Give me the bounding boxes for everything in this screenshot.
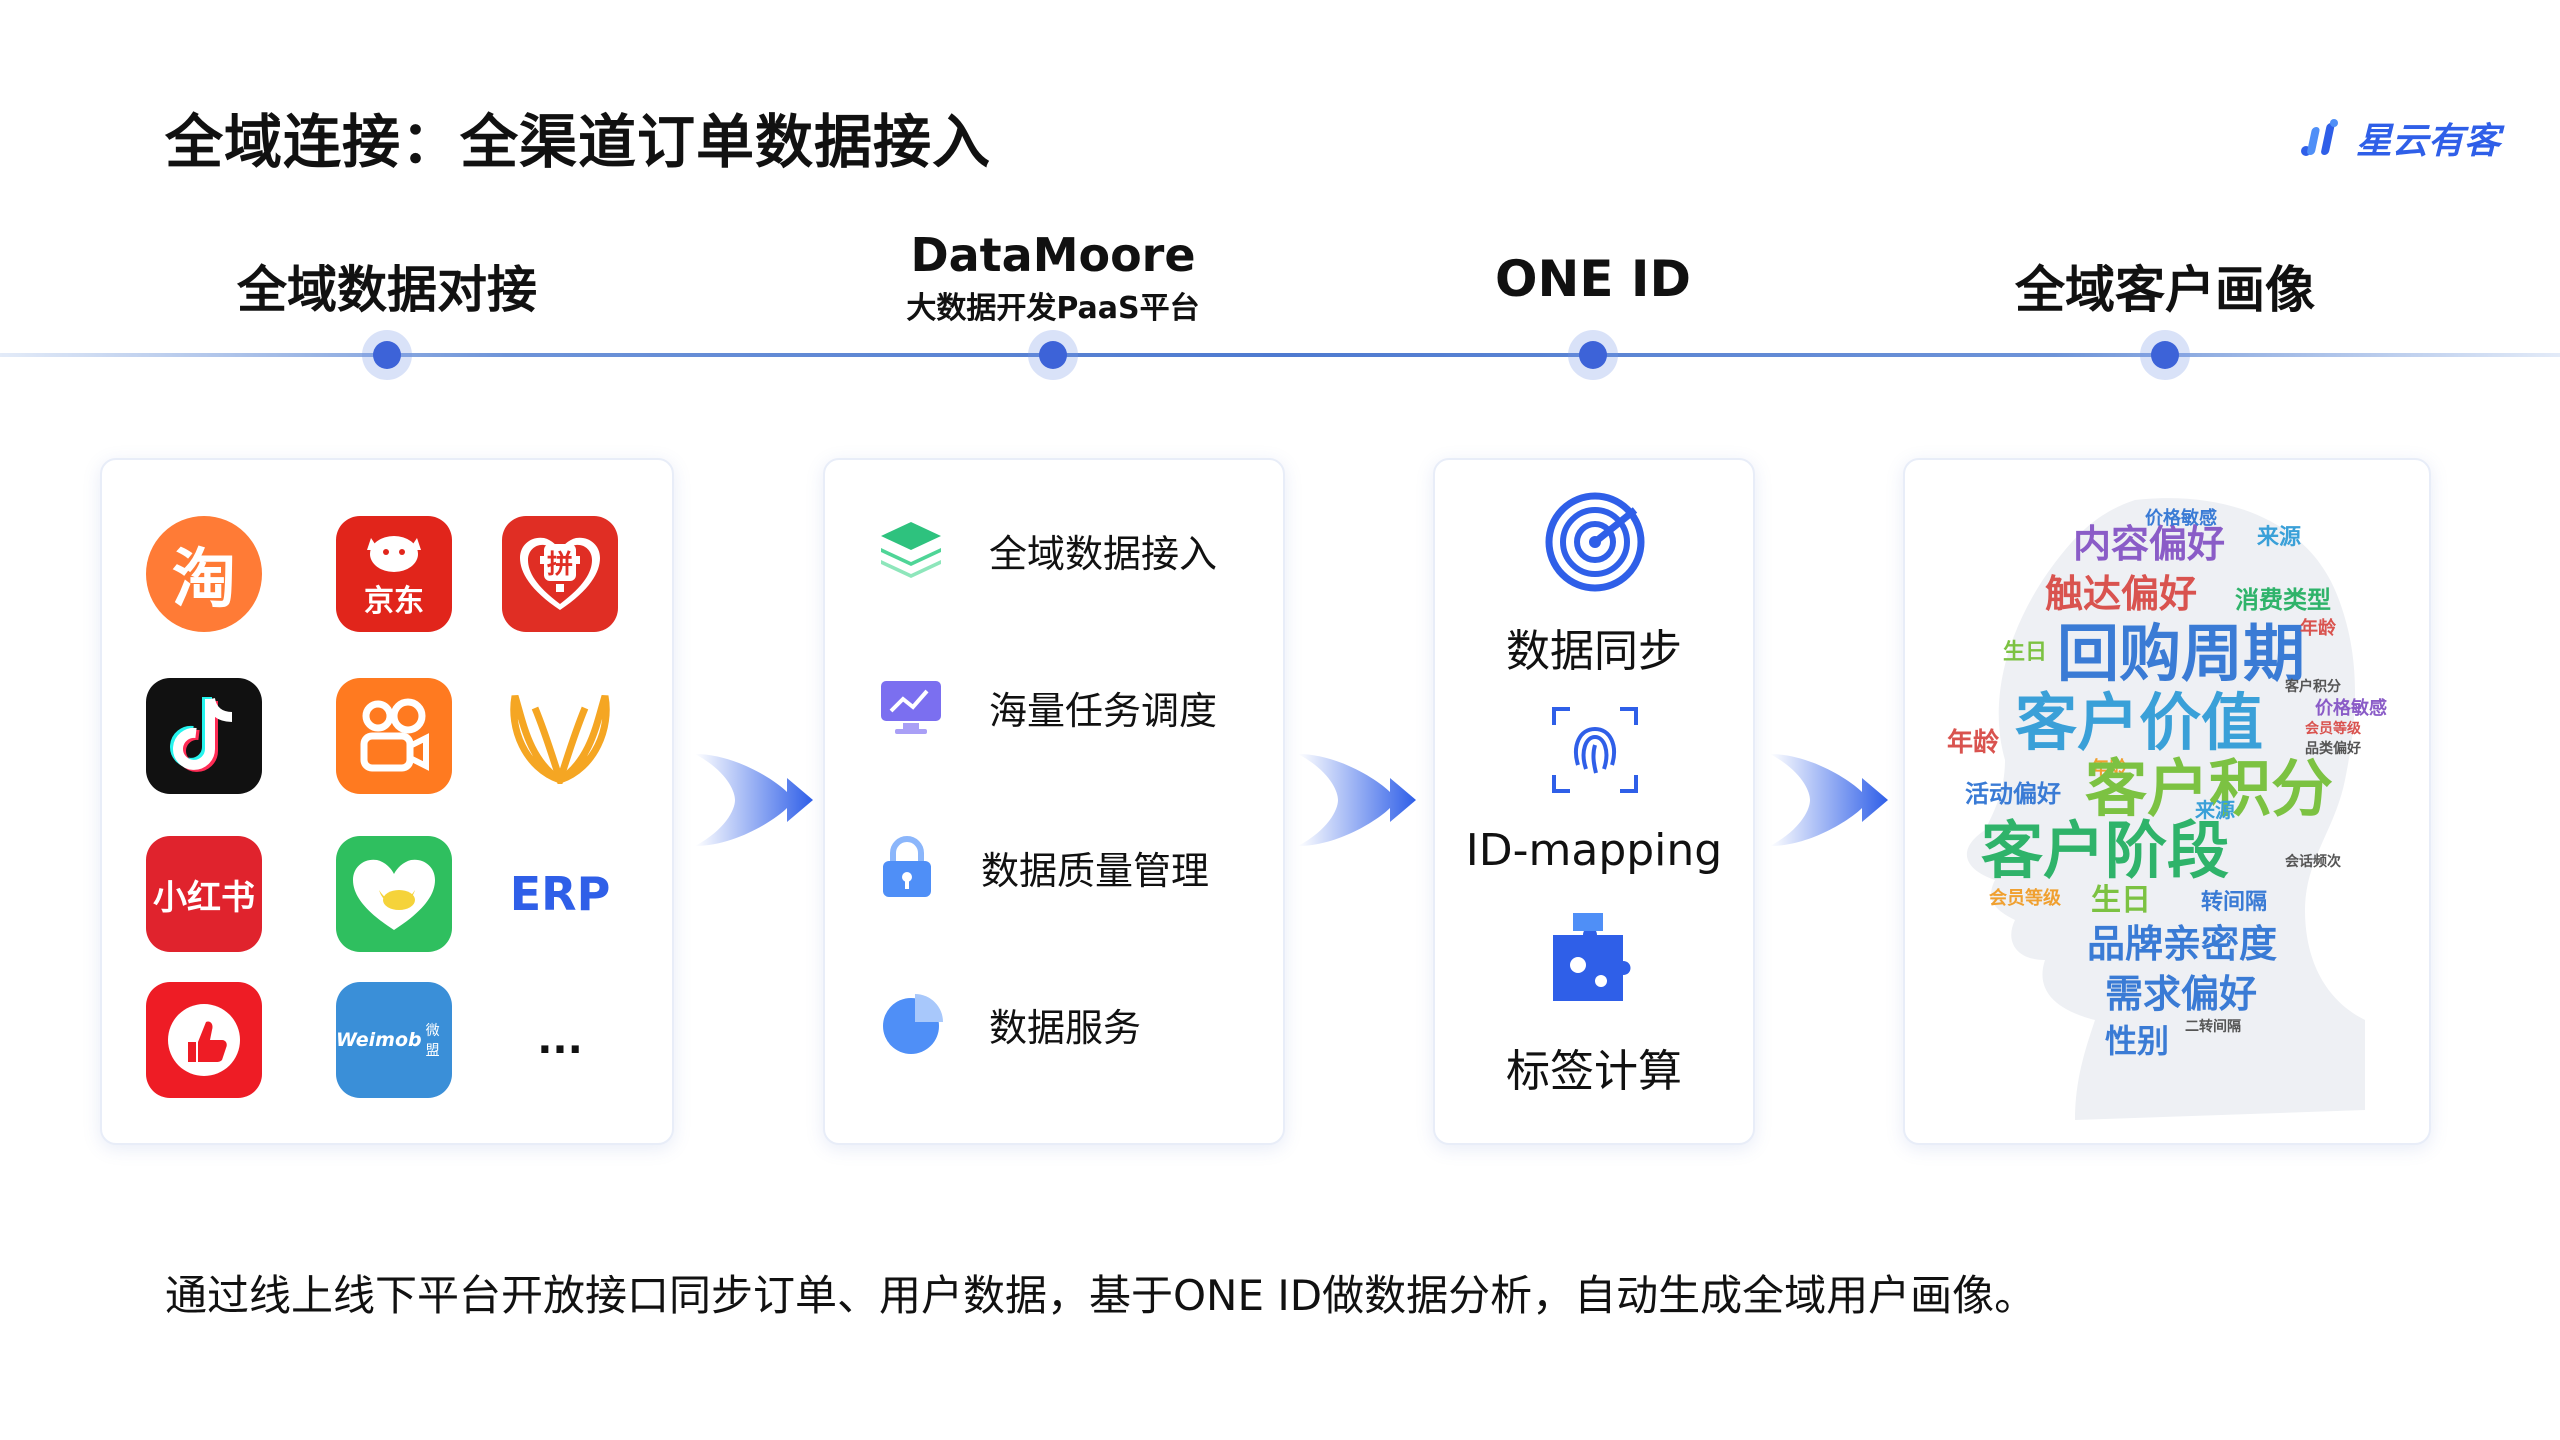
flow-arrow-icon bbox=[1770, 754, 1888, 846]
dianping-icon bbox=[146, 982, 262, 1098]
flow-arrow-icon bbox=[695, 754, 813, 846]
jd-dog-icon bbox=[367, 536, 421, 572]
tag-word: 需求偏好 bbox=[2105, 972, 2258, 1016]
timeline-node bbox=[362, 330, 412, 380]
step-label-data-integration: 全域数据对接 bbox=[237, 261, 537, 319]
erp-logo: ERP bbox=[502, 836, 618, 952]
feature-label: 数据质量管理 bbox=[981, 848, 1210, 893]
tag-word: 回购周期 bbox=[2057, 617, 2306, 690]
feature-label: 数据服务 bbox=[989, 1005, 1142, 1050]
jd-icon: 京东 bbox=[336, 516, 452, 632]
puzzle-icon bbox=[1553, 913, 1631, 1001]
lock-icon bbox=[883, 836, 931, 897]
tag-word: 二转间隔 bbox=[2185, 1019, 2241, 1035]
feature-data-service: 数据服务 bbox=[881, 992, 1141, 1056]
tag-word: 客户积分 bbox=[2085, 752, 2334, 825]
monitor-chart-icon bbox=[881, 681, 941, 734]
tag-word: 价格敏感 bbox=[2145, 508, 2217, 529]
feature-data-quality: 数据质量管理 bbox=[877, 835, 1209, 899]
pinduoduo-icon: 拼 bbox=[502, 516, 618, 632]
douyin-icon bbox=[146, 678, 262, 794]
feature-data-ingestion: 全域数据接入 bbox=[877, 520, 1217, 580]
tag-word: 客户积分 bbox=[2285, 679, 2341, 695]
tag-word: 会员等级 bbox=[2305, 721, 2361, 737]
more-label: ... bbox=[537, 1017, 583, 1063]
timeline-node bbox=[1568, 330, 1618, 380]
layers-icon bbox=[881, 522, 941, 578]
step-sub-datamoore: 大数据开发PaaS平台 bbox=[906, 291, 1200, 326]
oneid-feature-label: 标签计算 bbox=[1506, 1046, 1682, 1097]
oneid-feature-label: ID-mapping bbox=[1465, 825, 1723, 876]
timeline-node bbox=[1028, 330, 1078, 380]
tag-word: 来源 bbox=[2257, 525, 2302, 550]
feature-label: 海量任务调度 bbox=[989, 688, 1218, 733]
more-platforms: ... bbox=[502, 982, 618, 1098]
radar-icon bbox=[1545, 492, 1645, 592]
tag-word: 价格敏感 bbox=[2315, 698, 2387, 719]
footer-caption: 通过线上线下平台开放接口同步订单、用户数据，基于ONE ID做数据分析，自动生成… bbox=[165, 1271, 2037, 1320]
tag-word: 年龄 bbox=[1947, 728, 2000, 758]
oneid-feature-label: 数据同步 bbox=[1506, 626, 1682, 677]
tag-word: 来源 bbox=[2195, 798, 2235, 822]
brand-name: 星云有客 bbox=[2356, 121, 2501, 162]
jd-glyph: 京东 bbox=[364, 584, 424, 619]
brand-logo: 星云有客 bbox=[2300, 112, 2500, 164]
fingerprint-icon bbox=[1552, 707, 1638, 793]
feature-label: 全域数据接入 bbox=[989, 531, 1218, 576]
tag-word: 生日 bbox=[2003, 640, 2048, 665]
taobao-icon: 淘 bbox=[146, 516, 262, 632]
step-label-customer-profile: 全域客户画像 bbox=[2015, 261, 2315, 319]
one-id-card: 数据同步 ID-mapping 标签计算 bbox=[1433, 458, 1755, 1145]
timeline-node bbox=[2140, 330, 2190, 380]
step-label-datamoore: DataMoore bbox=[910, 228, 1196, 282]
flow-arrow-icon bbox=[1298, 754, 1416, 846]
feature-task-scheduling: 海量任务调度 bbox=[877, 677, 1217, 737]
tag-word: 会员等级 bbox=[1989, 888, 2061, 909]
weimob-icon: Weimob 微盟 bbox=[336, 982, 452, 1098]
pie-chart-icon bbox=[883, 994, 943, 1054]
weimob-label: Weimob bbox=[336, 1029, 422, 1051]
youzan-icon bbox=[336, 836, 452, 952]
pinduoduo-glyph: 拼 bbox=[543, 544, 576, 581]
tag-word: 年龄 bbox=[2091, 758, 2127, 779]
xiaohongshu-icon: 小红书 bbox=[146, 836, 262, 952]
platforms-card: 淘 京东 拼 bbox=[100, 458, 674, 1145]
tag-word: 年龄 bbox=[2300, 618, 2336, 639]
head-silhouette bbox=[1966, 498, 2365, 1120]
tag-word: 客户价值 bbox=[2015, 686, 2264, 759]
tag-word: 品类偏好 bbox=[2305, 741, 2361, 757]
kuaishou-icon bbox=[336, 678, 452, 794]
brand-mark-icon bbox=[2301, 119, 2338, 156]
timeline bbox=[0, 353, 2560, 357]
page-title: 全域连接：全渠道订单数据接入 bbox=[165, 108, 992, 176]
tag-word: 触达偏好 bbox=[2045, 572, 2198, 616]
tag-word: 会话频次 bbox=[2285, 854, 2341, 870]
tag-word: 活动偏好 bbox=[1965, 780, 2061, 808]
xiaohongshu-glyph: 小红书 bbox=[153, 877, 255, 918]
tag-word: 内容偏好 bbox=[2073, 522, 2226, 566]
taobao-glyph: 淘 bbox=[172, 543, 236, 617]
step-label-one-id: ONE ID bbox=[1494, 250, 1692, 308]
tag-word: 品牌亲密度 bbox=[2087, 922, 2278, 966]
tag-word: 性别 bbox=[2105, 1022, 2170, 1060]
erp-label: ERP bbox=[509, 867, 611, 921]
tag-word: 消费类型 bbox=[2235, 586, 2331, 614]
weidian-icon bbox=[502, 678, 618, 794]
datamoore-card: 全域数据接入 海量任务调度 数据质量管理 数据服务 bbox=[823, 458, 1285, 1145]
tag-word: 转间隔 bbox=[2201, 890, 2268, 915]
tag-word: 客户阶段 bbox=[1981, 814, 2230, 887]
weimob-sub: 微盟 bbox=[425, 1023, 440, 1059]
customer-profile-card: 内容偏好 来源 触达偏好 消费类型 回购周期 生日 年龄 客户价值 价格敏感 活… bbox=[1903, 458, 2431, 1145]
tag-word: 生日 bbox=[2091, 883, 2151, 918]
